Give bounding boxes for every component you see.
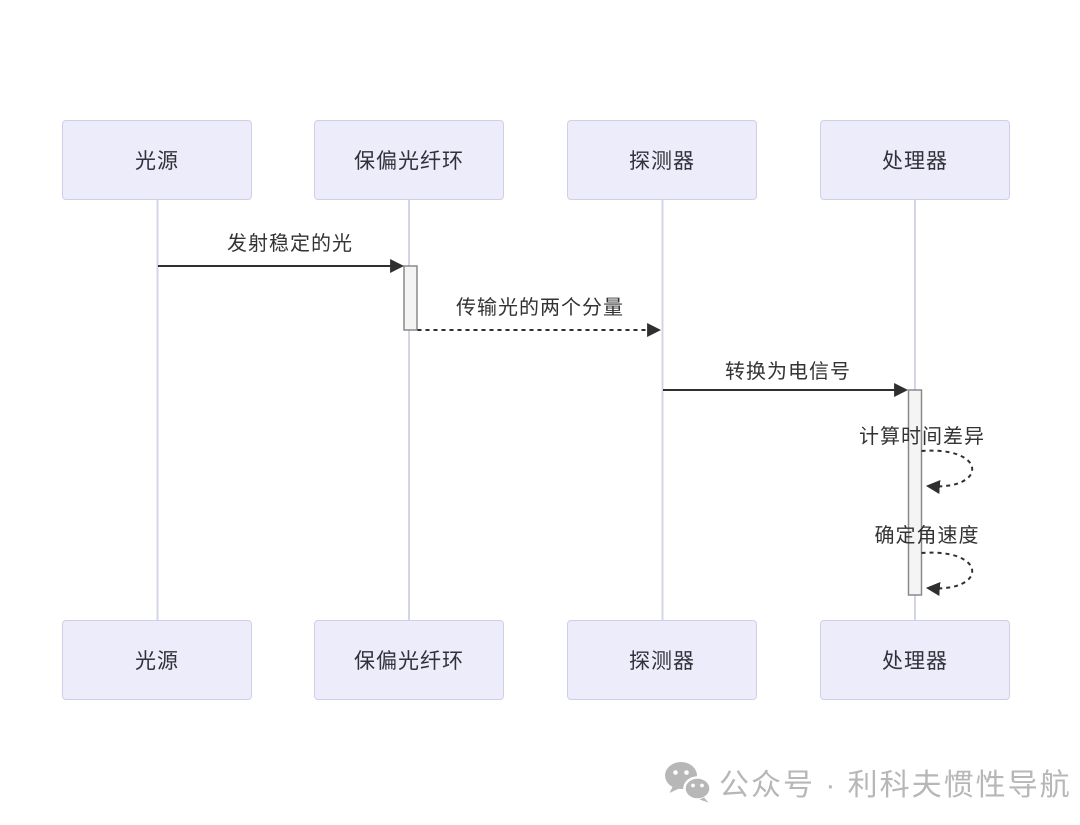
actor-bottom-pm-fiber-coil: 保偏光纤环: [314, 620, 504, 700]
message-label-convert-signal: 转换为电信号: [725, 361, 851, 383]
activation-bar-processor: [907, 389, 923, 596]
wechat-icon: [664, 761, 712, 803]
message-label-compute-time-diff: 计算时间差异: [859, 426, 985, 448]
watermark-text: 公众号 · 利科夫惯性导航: [719, 769, 1072, 802]
actor-bottom-light-source: 光源: [62, 620, 252, 700]
message-label-emit-light: 发射稳定的光: [227, 233, 353, 255]
actor-top-pm-fiber-coil: 保偏光纤环: [314, 120, 504, 200]
message-label-transmit-components: 传输光的两个分量: [456, 297, 624, 319]
actor-bottom-detector: 探测器: [567, 620, 757, 700]
self-loop-determine-angular-rate: [921, 551, 974, 596]
actor-bottom-processor: 处理器: [820, 620, 1010, 700]
watermark: 公众号 · 利科夫惯性导航: [664, 760, 1072, 804]
message-label-determine-angular-rate: 确定角速度: [874, 525, 980, 547]
actor-top-processor: 处理器: [820, 120, 1010, 200]
actor-top-detector: 探测器: [567, 120, 757, 200]
self-loop-compute-time-diff: [921, 449, 974, 494]
activation-bar-pm-fiber-coil: [403, 265, 418, 331]
actor-top-light-source: 光源: [62, 120, 252, 200]
